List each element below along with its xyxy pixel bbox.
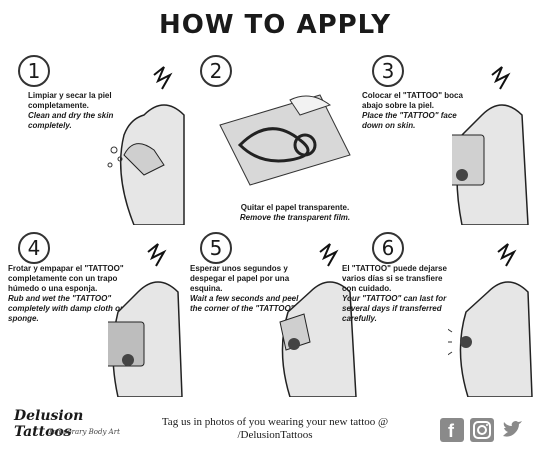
instruction-en: Your "TATTOO" can last for several days … [342, 294, 447, 323]
step-number: 1 [18, 55, 50, 87]
step-instruction: El "TATTOO" puede dejarse varios días si… [342, 264, 450, 324]
shoulder-illustration [452, 66, 529, 225]
step-number: 2 [200, 55, 232, 87]
footer-line-1: Tag us in photos of you wearing your new… [161, 416, 389, 428]
step-5: 5 Esperar unos segundos y despegar el pa… [190, 232, 368, 407]
tattoo-sheet-illustration [219, 94, 351, 186]
step-6: 6 El "TATTOO" puede dejarse varios días … [342, 232, 540, 407]
instruction-es: Limpiar y secar la piel completamente. [28, 91, 112, 110]
step-number: 5 [200, 232, 232, 264]
step-instruction: Limpiar y secar la piel completamente. C… [28, 91, 148, 131]
instruction-es: Quitar el papel transparente. [240, 203, 350, 212]
step-number: 3 [372, 55, 404, 87]
shoulder-illustration [279, 243, 357, 397]
shoulder-illustration [108, 243, 183, 397]
logo-brand: Delusion Tattoos [14, 408, 84, 440]
logo-tagline: Temporary Body Art [48, 428, 120, 436]
instruction-en: Rub and wet the "TATTOO" completely with… [8, 294, 124, 323]
instruction-en: Remove the transparent film. [239, 213, 351, 222]
instruction-en: Wait a few seconds and peel the corner o… [190, 294, 299, 313]
shoulder-illustration [107, 66, 185, 225]
step-instruction: Colocar el "TATTOO" boca abajo sobre la … [362, 91, 472, 131]
instruction-es: El "TATTOO" puede dejarse varios días si… [342, 264, 447, 293]
instruction-en: Place the "TATTOO" face down on skin. [362, 111, 457, 130]
step-4: 4 Frotar y empapar el "TATTOO" completam… [8, 232, 186, 407]
instagram-icon[interactable] [470, 418, 494, 442]
shoulder-illustration [448, 243, 533, 397]
step-3: 3 Colocar el "TATTOO" boca abajo sobre l… [362, 55, 540, 230]
instruction-es: Frotar y empapar el "TATTOO" completamen… [8, 264, 124, 293]
step-instruction: Quitar el papel transparente. Remove the… [220, 203, 370, 223]
facebook-icon[interactable]: f [440, 418, 464, 442]
footer-line-2: /DelusionTattoos [237, 429, 313, 441]
step-number: 6 [372, 232, 404, 264]
instruction-en: Clean and dry the skin completely. [28, 111, 114, 130]
svg-text:f: f [448, 421, 455, 441]
twitter-icon[interactable] [500, 418, 524, 442]
brand-logo: Delusion Tattoos Temporary Body Art [8, 404, 138, 444]
instruction-es: Esperar unos segundos y despegar el pape… [190, 264, 290, 293]
step-2: 2 Quitar el papel transparente. Remove t… [190, 55, 368, 230]
page-title: HOW TO APPLY [158, 10, 392, 40]
step-instruction: Esperar unos segundos y despegar el pape… [190, 264, 300, 314]
step-number: 4 [18, 232, 50, 264]
step-1: 1 Limpiar y secar la piel completamente.… [8, 55, 186, 230]
footer-caption: Tag us in photos of you wearing your new… [140, 416, 410, 442]
instruction-es: Colocar el "TATTOO" boca abajo sobre la … [362, 91, 463, 110]
step-instruction: Frotar y empapar el "TATTOO" completamen… [8, 264, 126, 324]
